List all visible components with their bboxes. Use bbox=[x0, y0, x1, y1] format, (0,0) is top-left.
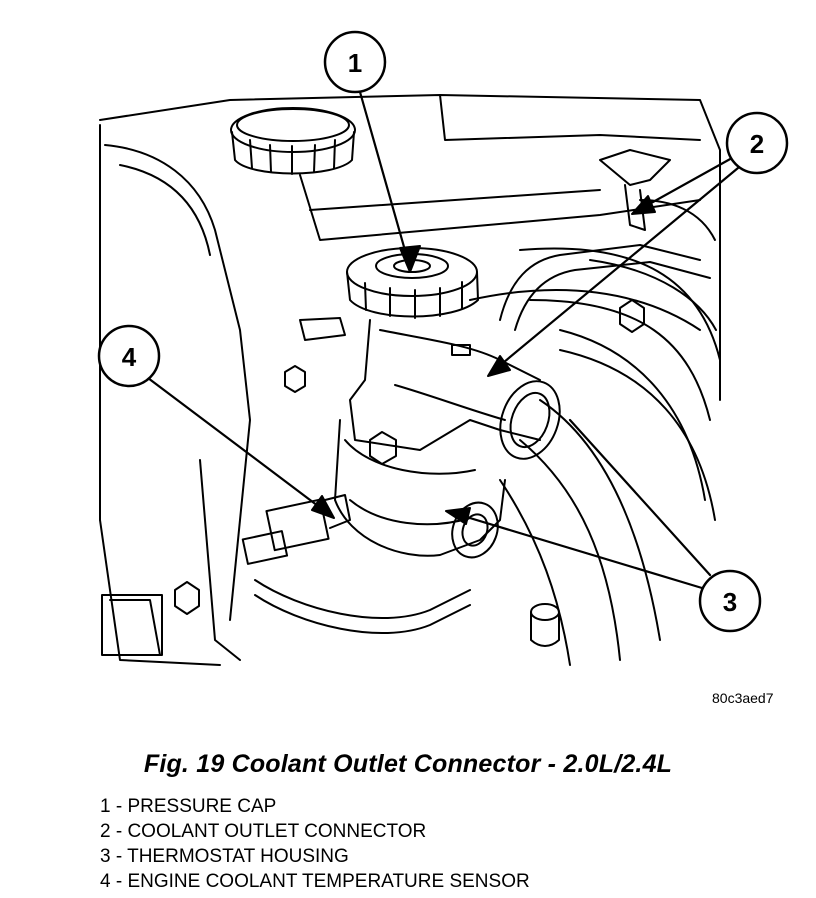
legend-item: 4 - ENGINE COOLANT TEMPERATURE SENSOR bbox=[100, 871, 530, 892]
intake-runners bbox=[469, 247, 721, 666]
leader-line-1 bbox=[358, 90, 412, 270]
oil-fill-cap bbox=[230, 107, 356, 175]
leader-line-4 bbox=[146, 376, 332, 517]
callout-3: 3 bbox=[698, 569, 762, 633]
arrowhead-1 bbox=[399, 245, 421, 273]
legend: 1 - PRESSURE CAP 2 - COOLANT OUTLET CONN… bbox=[100, 794, 530, 894]
callout-4-number: 4 bbox=[122, 342, 137, 372]
figure-caption: Fig. 19 Coolant Outlet Connector - 2.0L/… bbox=[143, 750, 673, 778]
coolant-temperature-sensor bbox=[241, 494, 471, 635]
engine-background bbox=[99, 94, 721, 666]
legend-item: 1 - PRESSURE CAP bbox=[100, 796, 277, 817]
callout-2: 2 bbox=[725, 111, 789, 175]
leader-lines bbox=[146, 90, 740, 590]
callout-2-number: 2 bbox=[750, 129, 764, 159]
arrowhead-2b bbox=[487, 355, 511, 377]
wiring-harness bbox=[499, 149, 716, 331]
callout-4: 4 bbox=[97, 324, 161, 388]
legend-item: 2 - COOLANT OUTLET CONNECTOR bbox=[100, 821, 427, 842]
engine-illustration: 1 2 3 4 bbox=[97, 30, 789, 666]
leader-line-3a bbox=[448, 510, 704, 590]
callout-3-number: 3 bbox=[723, 587, 737, 617]
arrowhead-3 bbox=[445, 507, 471, 525]
callout-1-number: 1 bbox=[348, 48, 362, 78]
legend-item: 3 - THERMOSTAT HOUSING bbox=[100, 846, 349, 867]
callout-1: 1 bbox=[323, 30, 387, 94]
coolant-outlet-connector bbox=[349, 319, 561, 460]
arrowheads bbox=[311, 195, 656, 525]
pressure-cap bbox=[346, 247, 479, 319]
bolts bbox=[174, 299, 645, 647]
leader-line-3b bbox=[568, 418, 712, 577]
image-code: 80c3aed7 bbox=[712, 690, 774, 706]
arrowhead-4 bbox=[311, 495, 335, 519]
arrowhead-2a bbox=[631, 195, 656, 215]
thermostat-housing bbox=[334, 419, 506, 559]
leader-line-2b bbox=[490, 166, 740, 374]
